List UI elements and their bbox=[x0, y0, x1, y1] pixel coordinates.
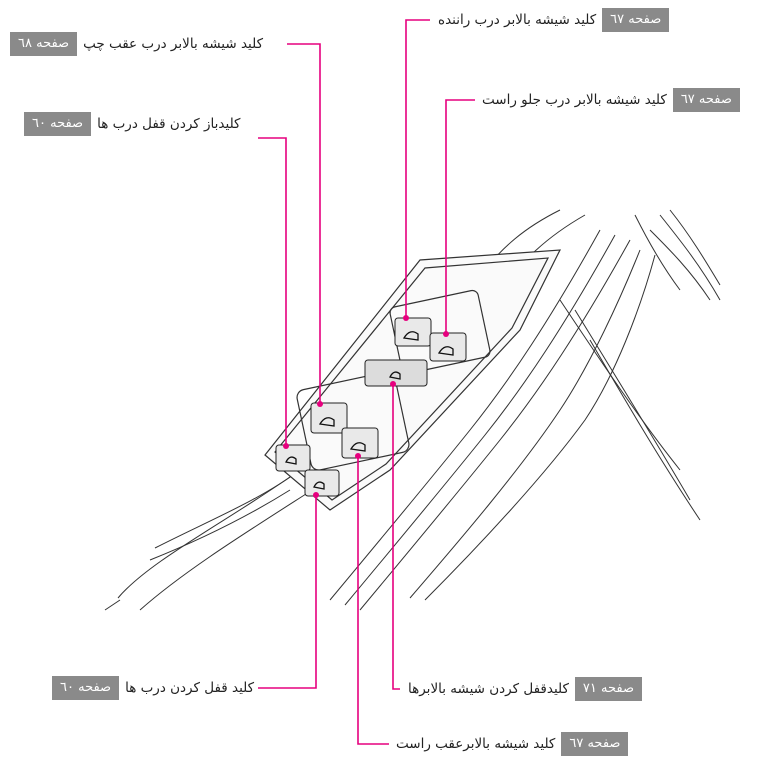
page-reference-badge: صفحه ٦٧ bbox=[602, 8, 670, 32]
page-reference-badge: صفحه ٦٨ bbox=[10, 32, 78, 56]
window-lock-switch bbox=[364, 359, 428, 387]
leader-dots bbox=[283, 315, 449, 498]
page-reference-badge: صفحه ٦٧ bbox=[561, 732, 629, 756]
page-reference-badge: صفحه ٦٠ bbox=[24, 112, 92, 136]
callout-lock-doors: صفحه ٦٠ کلید قفل کردن درب ها bbox=[52, 676, 260, 700]
callout-label: کلیدقفل کردن شیشه بالابرها bbox=[408, 681, 569, 697]
leader-rear-right bbox=[357, 456, 389, 745]
callout-label: کلیدباز کردن قفل درب ها bbox=[97, 116, 241, 132]
leader-driver bbox=[405, 19, 430, 318]
leader-front-right bbox=[445, 99, 475, 334]
callout-front-right-window: کلید شیشه بالابر درب جلو راست صفحه ٦٧ bbox=[476, 88, 740, 112]
leader-lock bbox=[258, 495, 317, 689]
page-reference-badge: صفحه ٦٠ bbox=[52, 676, 120, 700]
callout-unlock-doors: صفحه ٦٠ کلیدباز کردن قفل درب ها bbox=[24, 112, 246, 136]
leader-unlock bbox=[258, 137, 287, 446]
callout-label: کلید شیشه بالابرعقب راست bbox=[396, 736, 556, 752]
callout-window-lock: کلیدقفل کردن شیشه بالابرها صفحه ٧١ bbox=[402, 677, 642, 701]
callout-label: کلید شیشه بالابر درب جلو راست bbox=[482, 92, 667, 108]
callout-rear-right-window: کلید شیشه بالابرعقب راست صفحه ٦٧ bbox=[390, 732, 629, 756]
page-reference-badge: صفحه ٧١ bbox=[574, 677, 642, 701]
callout-driver-window: کلید شیشه بالابر درب راننده صفحه ٦٧ bbox=[432, 8, 670, 32]
unlock-switch bbox=[275, 444, 311, 472]
leader-window-lock bbox=[392, 384, 400, 690]
callout-label: کلید شیشه بالابر درب عقب چپ bbox=[83, 36, 264, 52]
leader-rear-left bbox=[287, 43, 321, 404]
leader-lines bbox=[258, 19, 475, 745]
callout-label: کلید شیشه بالابر درب راننده bbox=[438, 12, 597, 28]
page-reference-badge: صفحه ٦٧ bbox=[672, 88, 740, 112]
switch-glyphs bbox=[285, 331, 454, 490]
callout-label: کلید قفل کردن درب ها bbox=[125, 680, 255, 696]
callout-rear-left-window: صفحه ٦٨ کلید شیشه بالابر درب عقب چپ bbox=[10, 32, 269, 56]
